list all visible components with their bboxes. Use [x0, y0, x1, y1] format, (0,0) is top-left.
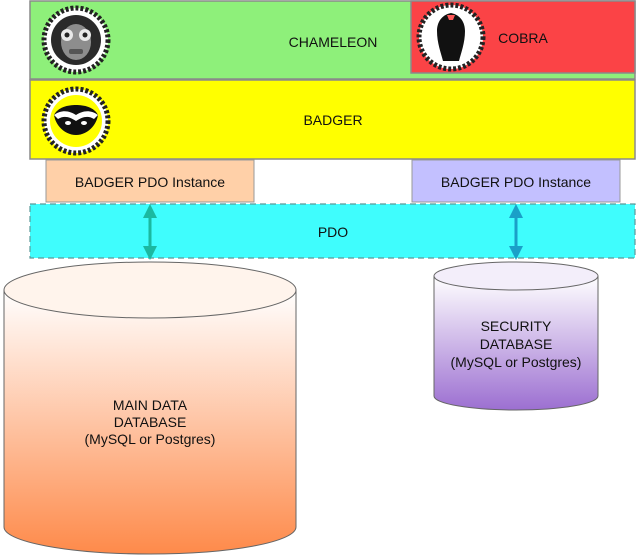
main-pdo-instance-label: BADGER PDO Instance [75, 174, 225, 190]
cobra-layer: COBRA [410, 0, 636, 74]
main-pdo-instance: BADGER PDO Instance [45, 159, 255, 203]
main-database-line-1: MAIN DATA [113, 397, 188, 413]
badger-head-icon [41, 86, 111, 156]
security-database-cylinder: SECURITY DATABASE (MySQL or Postgres) [433, 261, 599, 411]
security-double-arrow [509, 204, 523, 260]
main-double-arrow [143, 204, 157, 260]
security-pdo-instance: BADGER PDO Instance [411, 159, 621, 203]
chameleon-label: CHAMELEON [289, 34, 378, 50]
chameleon-head-icon [41, 5, 111, 75]
security-database-line-2: DATABASE [480, 336, 553, 352]
security-pdo-instance-label: BADGER PDO Instance [441, 174, 591, 190]
security-database-line-3: (MySQL or Postgres) [451, 354, 582, 370]
main-database-line-2: DATABASE [114, 414, 187, 430]
cobra-icon [416, 2, 486, 72]
main-database-line-3: (MySQL or Postgres) [85, 431, 216, 447]
main-database-cylinder: MAIN DATA DATABASE (MySQL or Postgres) [3, 261, 297, 555]
badger-label: BADGER [303, 112, 362, 128]
security-database-line-1: SECURITY [481, 318, 552, 334]
badger-layer: BADGER [29, 79, 636, 160]
pdo-layer: PDO [29, 203, 636, 259]
cobra-label: COBRA [498, 30, 548, 46]
pdo-label: PDO [318, 224, 348, 240]
